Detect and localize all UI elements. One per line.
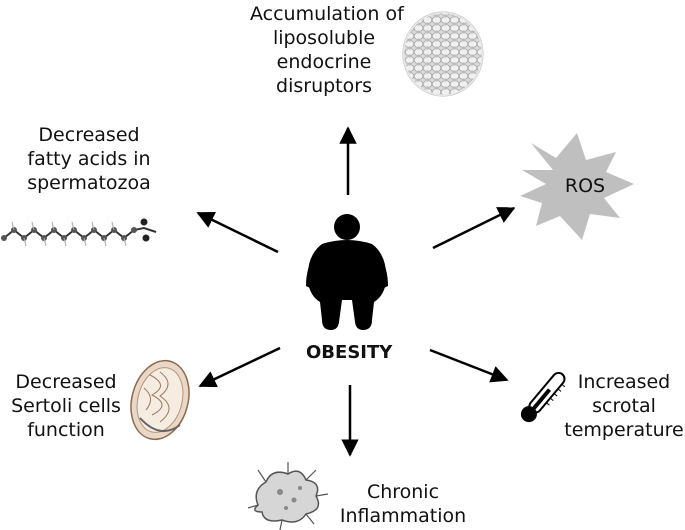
label-sertoli-cells: Decreased Sertoli cells function [11,371,121,441]
fat-cells-icon [402,11,484,97]
fatty-acid-chain-icon [1,218,157,247]
arrows [196,126,516,457]
arrow-to-sertoli [198,346,281,388]
obese-person-icon [306,214,388,330]
label-fatty-acids: Decreased fatty acids in spermatozoa [27,124,151,194]
thermometer-icon [520,371,566,423]
arrow-to-fatty-acids [196,211,279,254]
center-label-obesity: OBESITY [306,342,393,363]
macrophage-icon [247,462,329,530]
testis-cross-section-icon [130,359,190,441]
label-endocrine-disruptors: Accumulation of liposoluble endocrine di… [250,3,404,97]
arrow-to-ros [432,206,516,250]
starburst-icon [520,133,634,240]
label-ros: ROS [564,175,606,197]
arrow-to-temperature [429,348,509,383]
label-scrotal-temperature: Increased scrotal temperature [564,371,684,441]
label-chronic-inflammation: Chronic Inflammation [339,481,467,527]
